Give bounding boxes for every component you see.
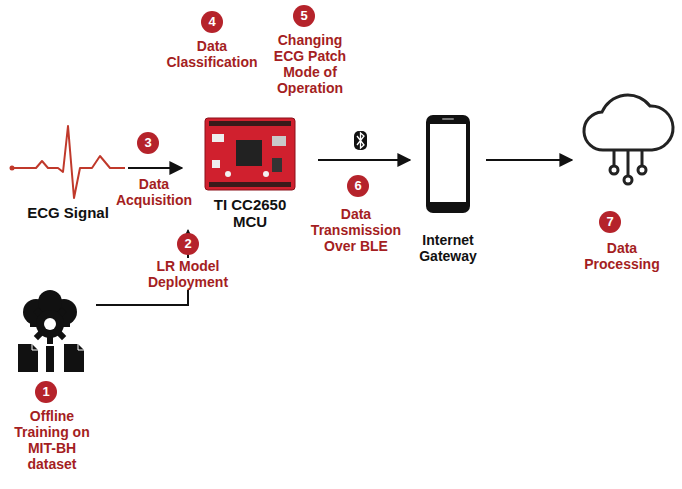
node-caption: Data Processing — [573, 240, 671, 272]
node-caption: Offline Training on MIT-BH dataset — [9, 408, 95, 472]
gateway-node: Internet Gateway — [410, 112, 486, 264]
step-label: Changing ECG Patch Mode of Operation — [267, 32, 353, 96]
edge-label: LR Model Deployment — [140, 258, 236, 290]
ecg-signal-node: ECG Signal — [8, 128, 128, 221]
callout-number: 3 — [137, 132, 159, 154]
cloud-icon — [584, 95, 673, 184]
picture-space — [572, 70, 672, 240]
flow-arrow — [318, 159, 410, 161]
flow-arrow — [128, 167, 182, 169]
callout-number: 2 — [177, 233, 199, 255]
callout-number: 6 — [347, 175, 369, 197]
edge-label: Data Transmission Over BLE — [307, 206, 405, 254]
bluetooth-icon — [354, 131, 367, 150]
phone-icon — [426, 115, 470, 213]
edge-label: Data Acquisition — [111, 176, 197, 208]
training-node: Offline Training on MIT-BH dataset — [8, 290, 96, 472]
node-caption: TI CC2650 MCU — [204, 196, 296, 231]
ecg-waveform — [10, 126, 126, 198]
node-caption: Internet Gateway — [410, 232, 486, 264]
callout-number: 1 — [35, 381, 57, 403]
cloud-node: Data Processing — [572, 70, 672, 272]
mcu-node: TI CC2650 MCU — [182, 112, 318, 231]
callout-number: 5 — [293, 5, 315, 27]
picture-space — [182, 112, 318, 196]
picture-space — [410, 112, 486, 232]
training-icon — [18, 290, 84, 372]
step-label: Data Classification — [161, 38, 263, 70]
mcu-board-picture — [205, 118, 295, 190]
node-caption: ECG Signal — [9, 204, 127, 221]
callout-number: 4 — [201, 11, 223, 33]
callout-number: 7 — [599, 211, 621, 233]
picture-space — [8, 128, 128, 204]
flow-arrow — [486, 159, 572, 161]
